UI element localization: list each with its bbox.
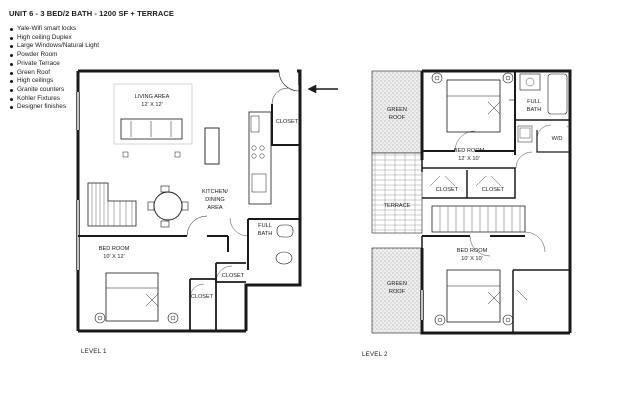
- green-roof-label: GREEN: [387, 281, 407, 287]
- green-roof-label: ROOF: [389, 115, 406, 121]
- kitchen-label: DINING: [205, 197, 225, 203]
- feature-item: Powder Room: [9, 51, 99, 60]
- feature-item: Yale-Wifi smart locks: [9, 25, 99, 34]
- closet-label: CLOSET: [436, 187, 459, 193]
- feature-item: High ceilings: [9, 77, 99, 86]
- washer-dryer-label: W/D: [552, 136, 563, 142]
- bedroom-size: 10' X 10': [461, 256, 482, 262]
- bedroom-label: BED ROOM: [454, 148, 485, 154]
- bedroom-label: BED ROOM: [457, 248, 488, 254]
- full-bath-label: BATH: [527, 107, 542, 113]
- bedroom-size: 12' X 10': [458, 156, 479, 162]
- living-area-size: 12' X 12': [141, 102, 162, 108]
- closet-label: CLOSET: [191, 294, 214, 300]
- closet-label: CLOSET: [482, 187, 505, 193]
- level-1-plan: [76, 69, 302, 333]
- level-1-label: LEVEL 1: [81, 348, 107, 355]
- kitchen-label: AREA: [207, 205, 223, 211]
- feature-item: Green Roof: [9, 69, 99, 78]
- closet-label: CLOSET: [222, 273, 245, 279]
- green-roof-label: ROOF: [389, 289, 406, 295]
- full-bath-label: FULL: [527, 99, 541, 105]
- terrace-label: TERRACE: [384, 203, 411, 209]
- living-area-label: LIVING AREA: [135, 94, 170, 100]
- full-bath-label: FULL: [258, 223, 272, 229]
- feature-item: Granite counters: [9, 86, 99, 95]
- bedroom-label: BED ROOM: [99, 246, 130, 252]
- entrance-arrow-icon: [307, 84, 338, 94]
- closet-label: CLOSET: [276, 119, 299, 125]
- feature-item: Private Terrace: [9, 60, 99, 69]
- feature-item: Large Windows/Natural Light: [9, 42, 99, 51]
- feature-item: Kohler Fixtures: [9, 95, 99, 104]
- level-2-plan: [371, 69, 572, 335]
- feature-item: Designer finishes: [9, 103, 99, 112]
- full-bath-label: BATH: [258, 231, 273, 237]
- feature-list: Yale-Wifi smart locks High ceiling Duple…: [9, 25, 99, 112]
- plan-title: UNIT 6 - 3 BED/2 BATH - 1200 SF + TERRAC…: [9, 9, 175, 18]
- green-roof-label: GREEN: [387, 107, 407, 113]
- kitchen-label: KITCHEN/: [202, 189, 229, 195]
- feature-item: High ceiling Duplex: [9, 34, 99, 43]
- bedroom-size: 10' X 12': [103, 254, 124, 260]
- level-2-label: LEVEL 2: [362, 351, 388, 358]
